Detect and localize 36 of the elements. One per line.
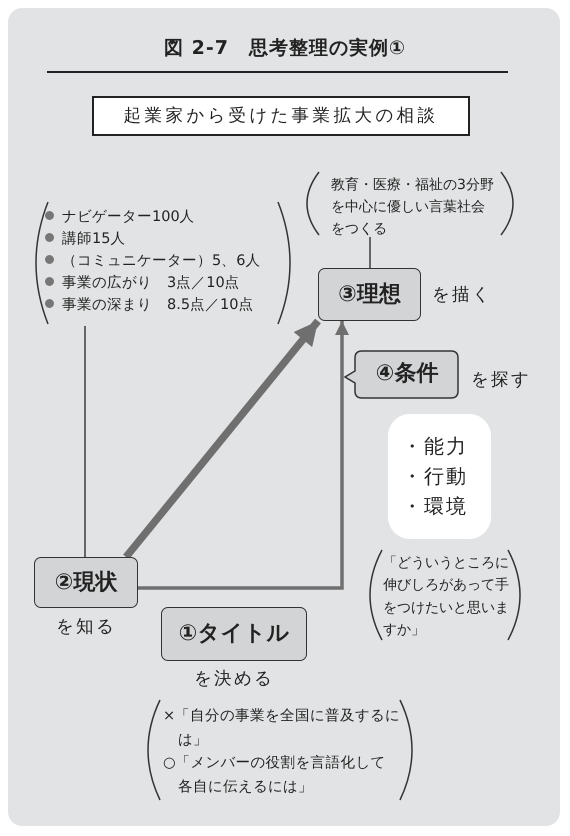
step-caption: を決める [193,671,275,688]
bullet-item: 事業の広がり 3点／10点 [45,276,240,290]
note-text: 「どういうところに伸びしろがあって手をつけたいと思いますか」 [383,554,510,640]
list-box [388,414,491,539]
bullet-item: 事業の深まり 8.5点／10点 [45,298,254,312]
step-caption: を知る [55,619,117,636]
step-box [161,607,307,661]
step-label: ③理想 [337,284,402,306]
note-text: 教育・医療・福祉の3分野を中心に優しい言葉社会をつくる [331,176,495,239]
bracketed-note [305,170,515,237]
step-caption: を描く [432,287,492,304]
note-text: ○「メンバーの役割を言語化して各自に伝えるには」 [163,754,387,796]
list-item: ・行動 [402,466,468,486]
step-box [318,268,421,321]
bullet-item: 講師15人 [45,232,126,246]
step-label: ①タイトル [178,623,290,645]
bracketed-note [146,698,414,802]
callout-box [344,350,459,399]
figure-title: 図 2-7 思考整理の実例① [162,39,408,58]
bullet-item: ナビゲーター100人 [45,210,195,224]
list-item: ・環境 [402,496,468,516]
step-caption: を探す [471,372,531,390]
connector-line [369,237,371,268]
step-box [34,557,138,608]
bracketed-note [34,200,292,326]
step-label: ②現状 [54,572,118,594]
note-text: ×「自分の事業を全国に普及するには」 [163,706,400,750]
heading-text: 起業家から受けた事業拡大の相談 [122,108,440,126]
connector-line [84,326,86,557]
heading-box [92,96,470,136]
bracketed-note [368,548,522,642]
step-label: ④条件 [374,362,440,384]
bullet-item: （コミュニケーター）5、6人 [45,254,260,268]
list-item: ・能力 [402,436,468,456]
arrow [138,321,349,590]
arrow [123,318,321,560]
